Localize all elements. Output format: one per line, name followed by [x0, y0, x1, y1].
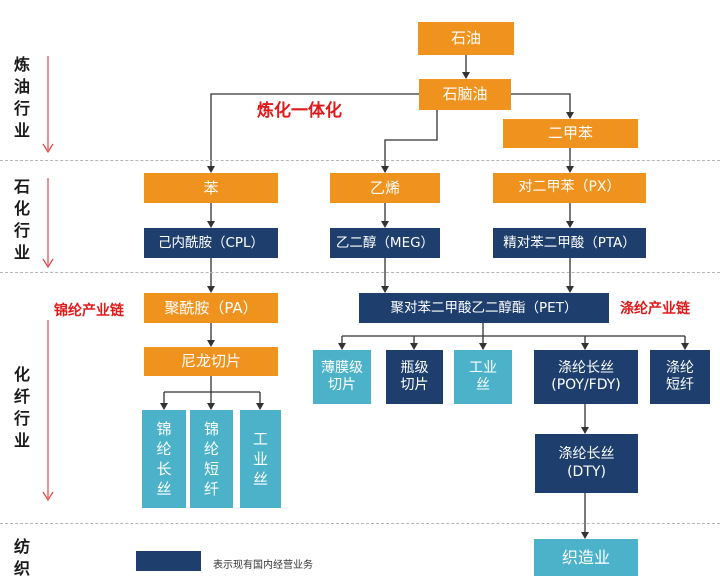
- node-nylon-staple-char: 纤: [203, 480, 219, 498]
- node-cpl: 己内酰胺（CPL）: [144, 228, 278, 258]
- arrow-naphtha-to-xylene: [510, 93, 574, 119]
- node-nylon-chip: 尼龙切片: [144, 347, 278, 376]
- node-nylon-staple: 锦 纶 短 纤: [190, 410, 233, 508]
- sector-divider: [0, 160, 720, 161]
- node-nylon-filament-char: 长: [156, 460, 172, 478]
- legend-text: 表示现有国内经营业务: [213, 560, 313, 571]
- node-polyester-staple: 涤纶 短纤: [650, 350, 710, 404]
- node-film-chip: 薄膜级 切片: [313, 350, 371, 404]
- legend-swatch: [136, 551, 201, 571]
- node-nylon-industrial-char: 丝: [252, 470, 268, 488]
- node-pet: 聚对苯二甲酸乙二醇酯（PET）: [359, 293, 609, 323]
- sector-arrowhead-fiber: [42, 491, 54, 502]
- node-xylene: 二甲苯: [503, 119, 638, 148]
- node-crude-oil: 石油: [418, 22, 514, 55]
- node-nylon-industrial-char: 工: [252, 430, 268, 448]
- sector-label-textile: 纺 织: [13, 537, 30, 578]
- node-dty: 涤纶长丝 (DTY): [535, 434, 638, 493]
- annotation-integration: 炼化一体化: [257, 101, 342, 121]
- node-nylon-industrial: 工 业 丝: [240, 410, 281, 508]
- node-nylon-industrial-char: 业: [252, 450, 268, 468]
- node-px: 对二甲苯（PX）: [493, 173, 646, 203]
- node-industrial-yarn: 工业 丝: [454, 350, 512, 404]
- node-naphtha: 石脑油: [419, 79, 511, 110]
- sector-divider: [0, 523, 720, 524]
- sector-label-fiber: 化 纤 行 业: [13, 365, 30, 450]
- arrow-naphtha-to-benzene: [207, 93, 419, 173]
- node-bottle-chip: 瓶级 切片: [386, 350, 443, 404]
- sector-label-petrochemical: 石 化 行 业: [13, 177, 30, 262]
- node-weaving: 织造业: [534, 539, 638, 576]
- sector-arrowhead-refining: [42, 143, 54, 154]
- node-meg: 乙二醇（MEG）: [330, 228, 440, 258]
- node-pta: 精对苯二甲酸（PTA）: [493, 228, 646, 258]
- sector-arrowhead-petrochemical: [42, 258, 54, 269]
- arrow-naphtha-to-ethylene: [381, 110, 438, 173]
- node-nylon-filament-char: 纶: [156, 440, 172, 458]
- node-poy-fdy: 涤纶长丝 (POY/FDY): [534, 350, 638, 404]
- node-nylon-staple-char: 短: [203, 460, 219, 478]
- node-nylon-filament-char: 锦: [156, 420, 172, 438]
- annotation-nylon-chain: 锦纶产业链: [54, 303, 124, 319]
- sector-label-refining: 炼 油 行 业: [13, 55, 30, 140]
- node-nylon-filament-char: 丝: [156, 480, 172, 498]
- node-nylon-staple-char: 纶: [203, 440, 219, 458]
- node-pa: 聚酰胺（PA）: [144, 293, 278, 323]
- sector-divider: [0, 272, 720, 273]
- node-nylon-staple-char: 锦: [203, 420, 219, 438]
- node-ethylene: 乙烯: [330, 173, 440, 203]
- annotation-polyester-chain: 涤纶产业链: [620, 301, 690, 317]
- node-nylon-filament: 锦 纶 长 丝: [142, 410, 186, 508]
- node-benzene: 苯: [144, 173, 278, 203]
